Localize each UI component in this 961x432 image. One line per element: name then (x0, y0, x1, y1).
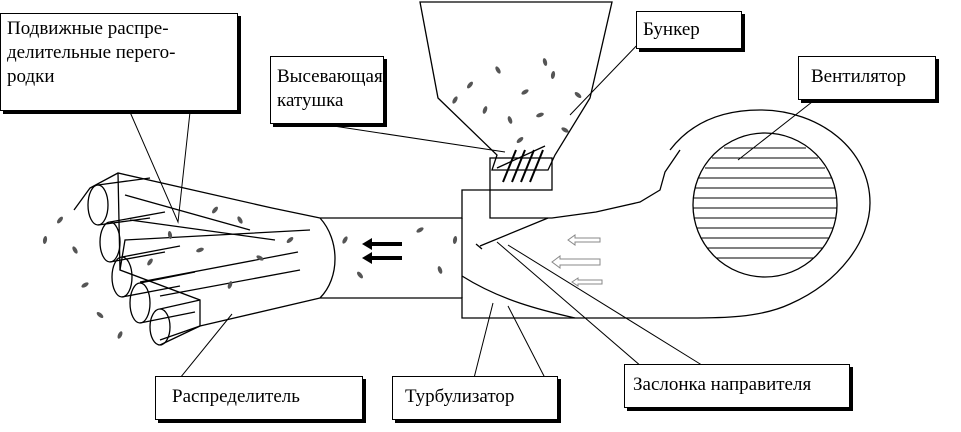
label-fan-text: Вентилятор (811, 66, 907, 87)
label-bunker-text: Бункер (643, 19, 700, 40)
fan-grill (693, 147, 837, 259)
distributor-body (73, 172, 336, 341)
seeds (42, 58, 582, 339)
label-fan: Вентилятор (798, 56, 936, 100)
label-bunker: Бункер (636, 11, 742, 49)
label-movable-partitions-text: Подвижные распре- делительные перего- ро… (7, 18, 176, 87)
air-arrows (551, 234, 603, 287)
label-guide-flap: Заслонка направителя (624, 364, 850, 408)
label-movable-partitions: Подвижные распре- делительные перего- ро… (0, 13, 238, 111)
label-turbulizer: Турбулизатор (392, 376, 558, 420)
label-seeding-coil: Высевающая катушка (270, 56, 384, 124)
label-seeding-coil-text: Высевающая катушка (277, 66, 383, 111)
guide-flap (475, 217, 549, 250)
air-duct (320, 149, 681, 319)
flow-arrows (362, 238, 402, 264)
label-distributor-text: Распределитель (172, 386, 300, 407)
label-guide-flap-text: Заслонка направителя (633, 374, 812, 395)
fan-housing (630, 109, 871, 319)
hopper (419, 1, 613, 171)
outlet-tubes (87, 177, 201, 346)
leader-lines (129, 39, 813, 384)
label-distributor: Распределитель (155, 376, 363, 420)
seeding-coil (489, 145, 553, 191)
label-turbulizer-text: Турбулизатор (405, 386, 515, 407)
